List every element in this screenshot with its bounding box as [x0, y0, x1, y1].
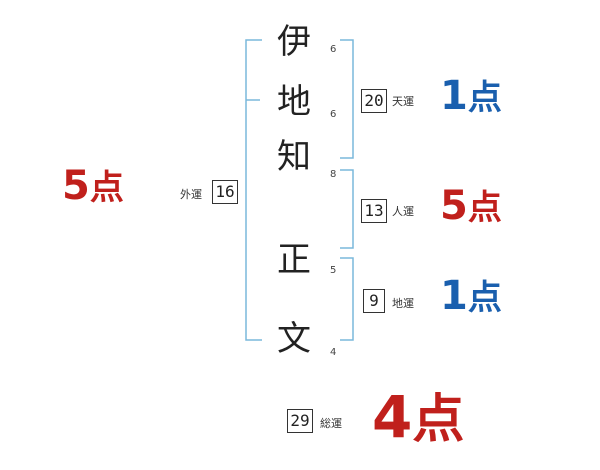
soukaku-score: 4点 [372, 388, 464, 446]
gaikaku-bracket [245, 39, 262, 341]
tenkaku-score-unit: 点 [467, 78, 502, 118]
gaikaku-score-unit: 点 [89, 168, 124, 208]
chikaku-score-unit: 点 [467, 278, 502, 318]
stroke-count-3: 8 [330, 169, 337, 180]
chikaku-value-box: 9 [363, 289, 385, 313]
stroke-count-5: 4 [330, 347, 337, 358]
jinkaku-bracket [340, 169, 354, 249]
stroke-count-2: 6 [330, 109, 337, 120]
name-char-3: 知 [277, 137, 311, 177]
soukaku-value-box: 29 [287, 409, 313, 433]
gaikaku-score: 5点 [62, 166, 124, 206]
gaikaku-value-box: 16 [212, 180, 238, 204]
tenkaku-bracket [340, 39, 354, 159]
jinkaku-score-number: 5 [440, 183, 468, 229]
jinkaku-score-unit: 点 [467, 188, 502, 228]
jinkaku-score: 5点 [440, 186, 502, 226]
name-char-1: 伊 [277, 22, 311, 62]
chikaku-label: 地運 [392, 297, 414, 310]
gaikaku-score-number: 5 [62, 163, 90, 209]
chikaku-score-number: 1 [440, 273, 468, 319]
name-char-5: 文 [277, 319, 311, 359]
soukaku-score-number: 4 [372, 383, 413, 451]
name-char-4: 正 [277, 240, 311, 280]
chikaku-bracket [340, 257, 354, 341]
tenkaku-score: 1点 [440, 76, 502, 116]
jinkaku-value-box: 13 [361, 199, 387, 223]
jinkaku-label: 人運 [392, 205, 414, 218]
stroke-count-1: 6 [330, 44, 337, 55]
soukaku-label: 総運 [320, 417, 342, 430]
soukaku-score-unit: 点 [412, 390, 465, 450]
chikaku-score: 1点 [440, 276, 502, 316]
gaikaku-label: 外運 [180, 188, 202, 201]
stroke-count-4: 5 [330, 265, 337, 276]
tenkaku-label: 天運 [392, 95, 414, 108]
name-char-2: 地 [277, 82, 311, 122]
tenkaku-score-number: 1 [440, 73, 468, 119]
tenkaku-value-box: 20 [361, 89, 387, 113]
